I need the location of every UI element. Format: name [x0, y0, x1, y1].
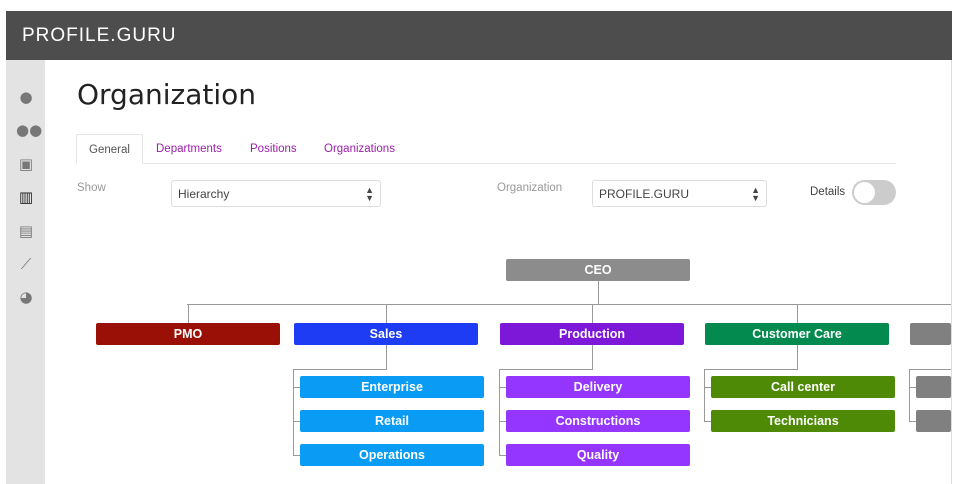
connector	[909, 387, 917, 388]
organization-select[interactable]: PROFILE.GURU ▲▼	[592, 180, 767, 207]
connector	[704, 387, 712, 388]
tab-organizations[interactable]: Organizations	[324, 143, 395, 155]
connector	[704, 421, 712, 422]
org-node-department[interactable]	[910, 323, 951, 345]
connector	[386, 345, 387, 369]
org-node-unit[interactable]: Enterprise	[300, 376, 484, 398]
select-arrows-icon: ▲▼	[365, 185, 374, 203]
connector	[797, 305, 798, 323]
org-node-unit[interactable]: Quality	[506, 444, 690, 466]
org-node-department[interactable]: Sales	[294, 323, 478, 345]
organization-label: Organization	[497, 182, 563, 194]
details-label: Details	[810, 186, 846, 198]
connector	[188, 305, 189, 323]
connector	[592, 305, 593, 323]
org-node-unit[interactable]: Constructions	[506, 410, 690, 432]
org-node-unit[interactable]: Delivery	[506, 376, 690, 398]
connector	[704, 369, 705, 421]
toggle-knob	[854, 182, 875, 203]
org-node-unit[interactable]: Retail	[300, 410, 484, 432]
app-header: PROFILE.GURU	[6, 11, 952, 60]
connector	[293, 369, 387, 370]
connector	[386, 305, 387, 323]
connector	[187, 304, 951, 305]
tab-positions[interactable]: Positions	[250, 143, 297, 155]
connector	[499, 369, 500, 455]
connector	[592, 345, 593, 369]
tab-general[interactable]: General	[76, 134, 143, 164]
connector	[499, 369, 593, 370]
org-node-unit[interactable]	[916, 410, 951, 432]
org-node-unit[interactable]: Operations	[300, 444, 484, 466]
connector	[598, 281, 599, 305]
line-chart-icon[interactable]: ⟋	[20, 255, 32, 273]
building-icon[interactable]: ▥	[18, 188, 34, 206]
connector	[909, 369, 910, 421]
connector	[293, 387, 301, 388]
org-node-unit[interactable]: Call center	[711, 376, 895, 398]
connector	[704, 369, 798, 370]
org-node-department[interactable]: PMO	[96, 323, 280, 345]
group-icon[interactable]: ●●	[16, 121, 43, 139]
show-value: Hierarchy	[178, 187, 230, 201]
org-node-department[interactable]: Production	[500, 323, 684, 345]
connector	[293, 421, 301, 422]
frame-border	[951, 60, 952, 484]
connector	[293, 369, 294, 455]
connector	[909, 421, 917, 422]
person-icon[interactable]: ●	[19, 88, 33, 106]
show-label: Show	[77, 182, 106, 194]
organization-value: PROFILE.GURU	[599, 187, 690, 201]
logo[interactable]: PROFILE.GURU	[22, 25, 177, 46]
connector	[909, 369, 951, 370]
connector	[499, 455, 507, 456]
sidebar: ● ●● ▣ ▥ ▤ ⟋ ◕	[6, 60, 45, 484]
contact-card-icon[interactable]: ▣	[18, 155, 34, 173]
connector	[797, 345, 798, 369]
org-node-unit[interactable]	[916, 376, 951, 398]
book-icon[interactable]: ▤	[18, 222, 34, 240]
details-toggle[interactable]	[852, 180, 896, 205]
pie-chart-icon[interactable]: ◕	[19, 288, 33, 306]
connector	[499, 421, 507, 422]
org-node-department[interactable]: Customer Care	[705, 323, 889, 345]
connector	[499, 387, 507, 388]
org-node-unit[interactable]: Technicians	[711, 410, 895, 432]
tab-bar: General Departments Positions Organizati…	[76, 134, 896, 164]
select-arrows-icon: ▲▼	[751, 185, 760, 203]
show-select[interactable]: Hierarchy ▲▼	[171, 180, 381, 207]
page-title: Organization	[77, 78, 257, 111]
tab-departments[interactable]: Departments	[156, 143, 222, 155]
connector	[293, 455, 301, 456]
org-node-root[interactable]: CEO	[506, 259, 690, 281]
